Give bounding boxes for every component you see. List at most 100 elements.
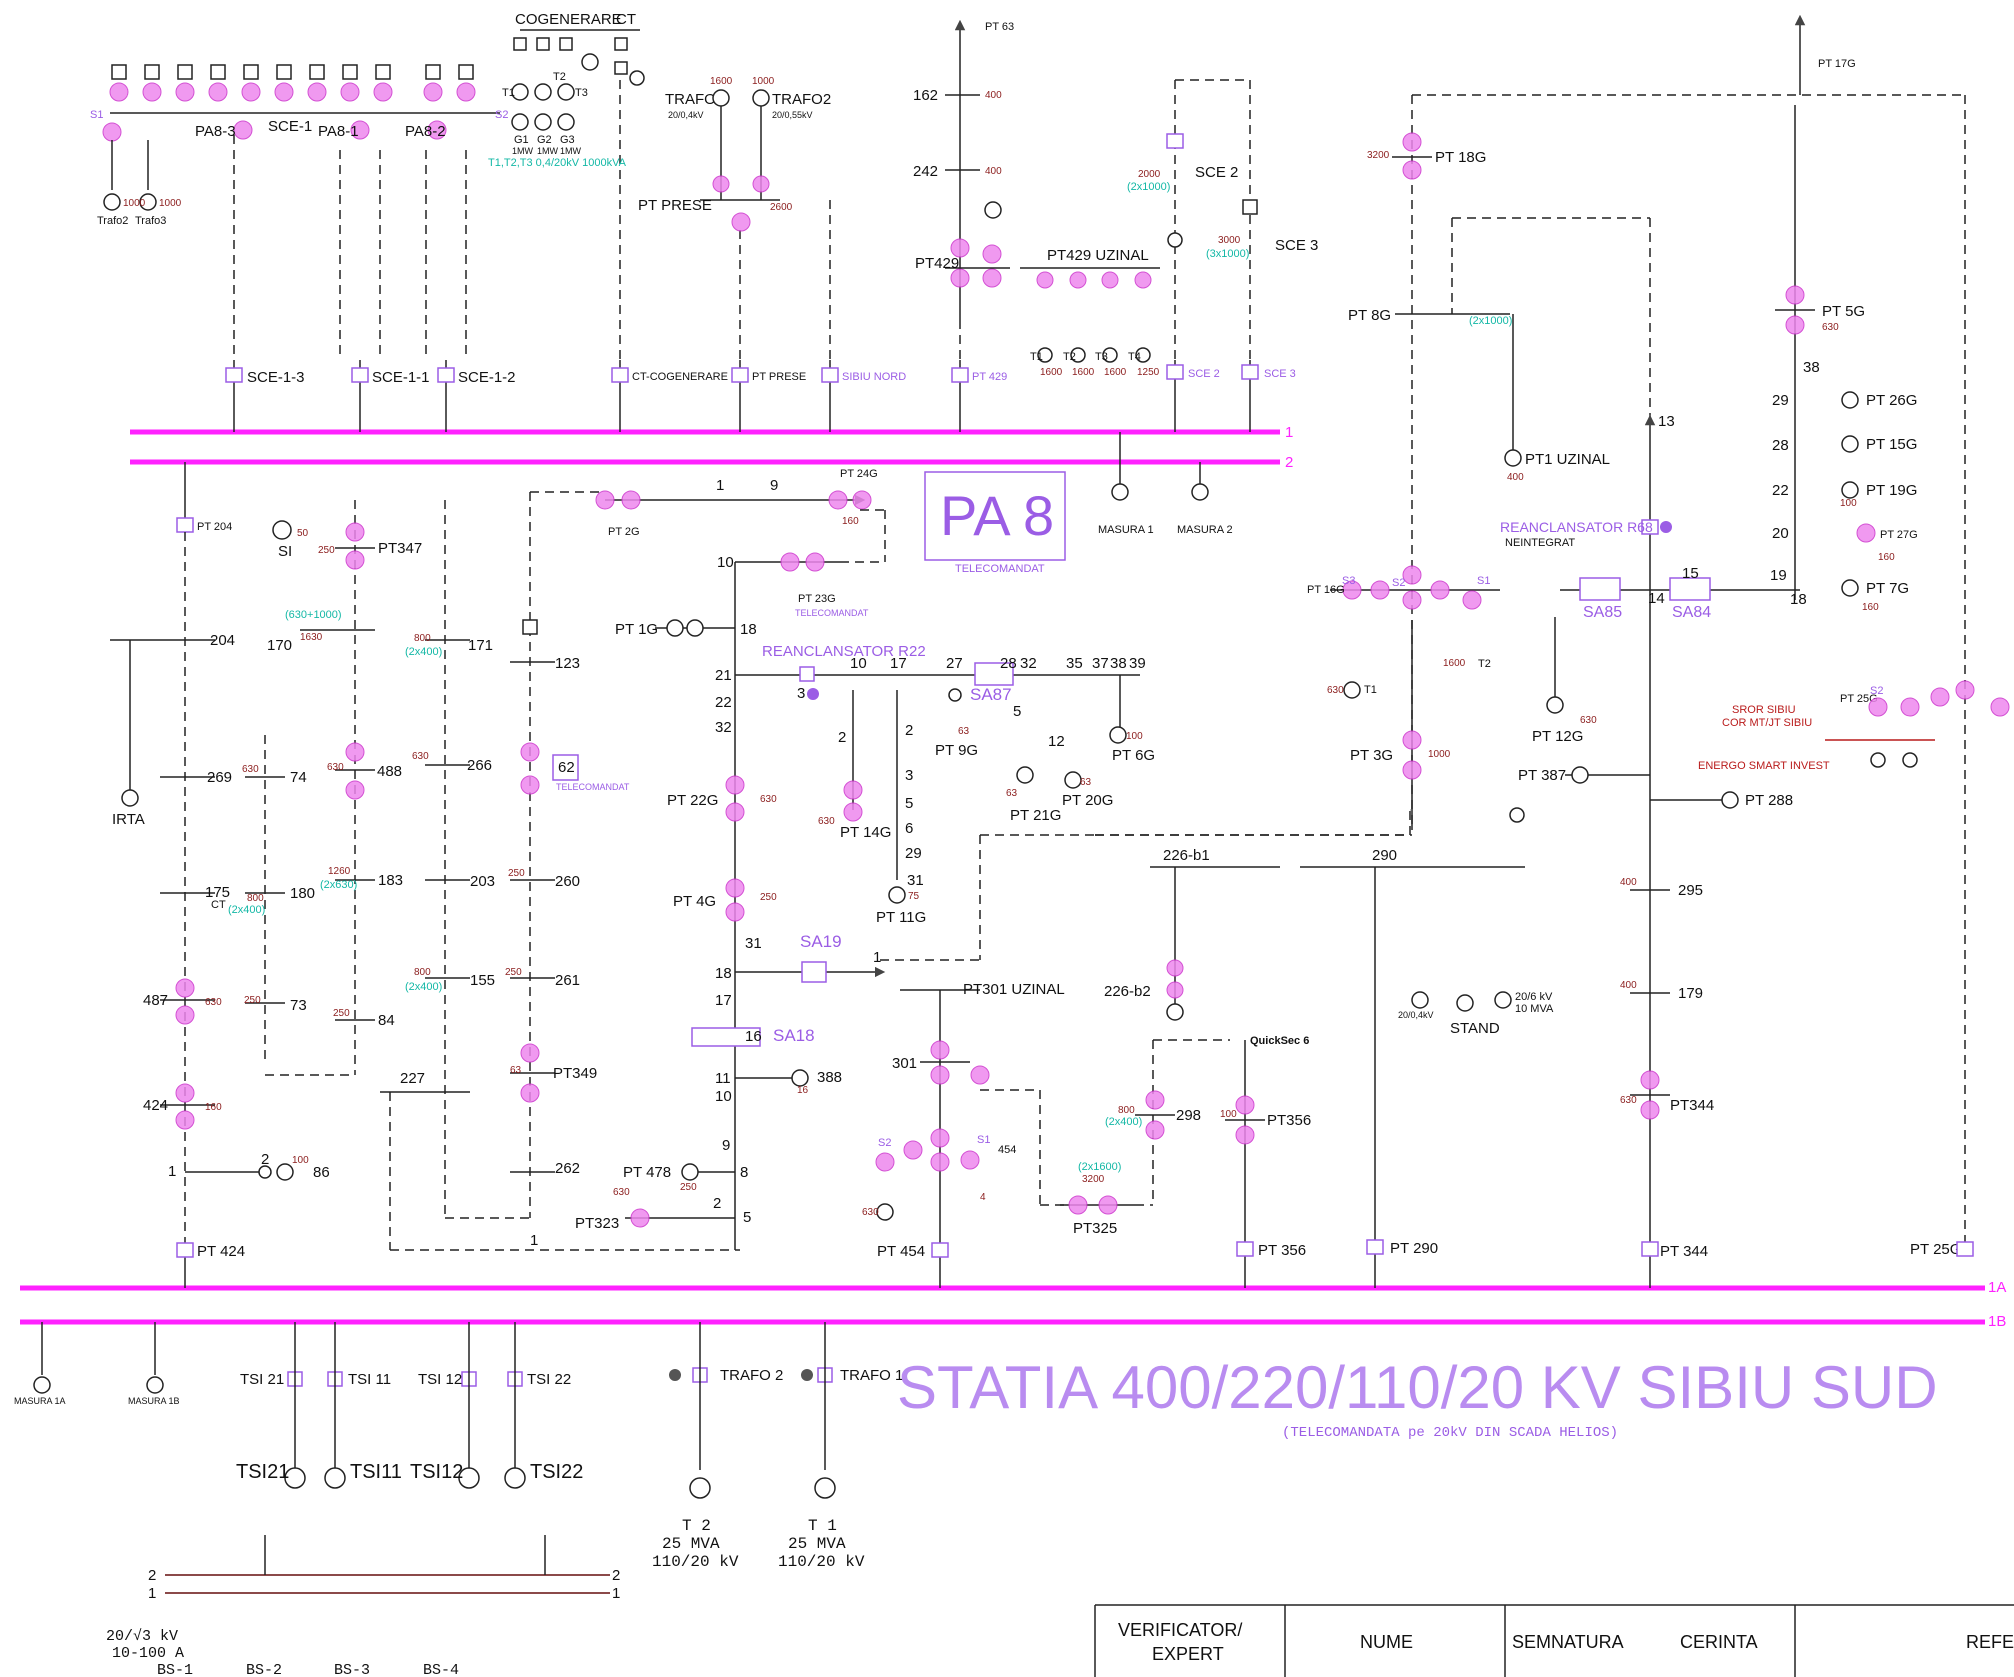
svg-text:630: 630 — [818, 816, 835, 827]
svg-text:29: 29 — [1772, 392, 1789, 409]
svg-text:9: 9 — [722, 1137, 730, 1154]
svg-text:PT325: PT325 — [1073, 1220, 1117, 1237]
svg-text:SROR SIBIU: SROR SIBIU — [1732, 704, 1796, 716]
svg-text:630: 630 — [613, 1187, 630, 1198]
svg-text:12: 12 — [1048, 733, 1065, 750]
svg-text:TSI 22: TSI 22 — [527, 1371, 571, 1388]
svg-text:1000: 1000 — [752, 76, 775, 87]
svg-text:NUME: NUME — [1360, 1632, 1413, 1652]
svg-text:PT 16G: PT 16G — [1307, 584, 1345, 596]
svg-text:400: 400 — [1620, 877, 1637, 888]
svg-text:35: 35 — [1066, 655, 1083, 672]
svg-text:T 2: T 2 — [682, 1517, 711, 1535]
svg-text:75: 75 — [908, 891, 920, 902]
svg-text:800: 800 — [414, 967, 431, 978]
svg-text:SA18: SA18 — [773, 1026, 815, 1045]
svg-text:PT 14G: PT 14G — [840, 824, 891, 841]
svg-text:262: 262 — [555, 1160, 580, 1177]
svg-text:180: 180 — [290, 885, 315, 902]
svg-text:SCE-1-2: SCE-1-2 — [458, 369, 516, 386]
svg-text:MASURA 1B: MASURA 1B — [128, 1396, 180, 1406]
svg-text:204: 204 — [210, 632, 235, 649]
svg-text:SA84: SA84 — [1672, 604, 1711, 621]
svg-text:REANCLANSATOR R68: REANCLANSATOR R68 — [1500, 519, 1653, 535]
svg-text:800: 800 — [247, 893, 264, 904]
pt-prese-section: TRAFO1 TRAFO2 20/0,4kV 20/0,55kV 1600 10… — [638, 76, 831, 232]
svg-text:SA85: SA85 — [1583, 604, 1622, 621]
pt301-area: PT301 UZINAL 301 S2 S1 454 630 4 PT 454 — [862, 981, 1070, 1288]
svg-text:1: 1 — [612, 1585, 620, 1602]
svg-text:PA8-1: PA8-1 — [318, 123, 359, 140]
svg-text:179: 179 — [1678, 985, 1703, 1002]
svg-text:8: 8 — [740, 1164, 748, 1181]
svg-text:31: 31 — [907, 872, 924, 889]
svg-text:86: 86 — [313, 1164, 330, 1181]
svg-text:PT 63: PT 63 — [985, 21, 1014, 33]
svg-text:39: 39 — [1129, 655, 1146, 672]
svg-text:242: 242 — [913, 163, 938, 180]
svg-text:PT 27G: PT 27G — [1880, 529, 1918, 541]
svg-text:PT 3G: PT 3G — [1350, 747, 1393, 764]
svg-text:10 MVA: 10 MVA — [1515, 1003, 1554, 1015]
svg-text:Trafo3: Trafo3 — [135, 215, 166, 227]
svg-text:1: 1 — [530, 1232, 538, 1249]
svg-text:PT 356: PT 356 — [1258, 1242, 1306, 1259]
svg-text:1: 1 — [148, 1585, 156, 1602]
svg-text:400: 400 — [985, 166, 1002, 177]
svg-text:REANCLANSATOR R22: REANCLANSATOR R22 — [762, 643, 926, 660]
svg-text:3: 3 — [905, 767, 913, 784]
svg-text:1: 1 — [873, 949, 881, 966]
svg-text:260: 260 — [555, 873, 580, 890]
svg-text:160: 160 — [1862, 602, 1879, 613]
svg-text:TSI12: TSI12 — [410, 1461, 463, 1483]
svg-text:14: 14 — [1648, 590, 1665, 607]
svg-text:G1: G1 — [514, 134, 529, 146]
svg-text:PT301 UZINAL: PT301 UZINAL — [963, 981, 1065, 998]
svg-text:SCE 2: SCE 2 — [1195, 164, 1238, 181]
svg-text:63: 63 — [1080, 777, 1092, 788]
svg-text:62: 62 — [558, 759, 575, 776]
svg-text:28: 28 — [1772, 437, 1789, 454]
svg-text:266: 266 — [467, 757, 492, 774]
svg-text:SEMNATURA: SEMNATURA — [1512, 1632, 1624, 1652]
title-block-table: VERIFICATOR/ EXPERT NUME SEMNATURA CERIN… — [1094, 1604, 2014, 1677]
svg-text:21: 21 — [715, 667, 732, 684]
svg-text:G2: G2 — [537, 134, 552, 146]
svg-text:PT 4G: PT 4G — [673, 893, 716, 910]
svg-text:50: 50 — [297, 528, 309, 539]
svg-text:1: 1 — [1285, 424, 1293, 441]
svg-text:1A: 1A — [1988, 1279, 2006, 1296]
svg-text:162: 162 — [913, 87, 938, 104]
svg-text:COR MT/JT SIBIU: COR MT/JT SIBIU — [1722, 717, 1812, 729]
svg-text:171: 171 — [468, 637, 493, 654]
svg-text:S2: S2 — [495, 109, 508, 121]
svg-text:PT 8G: PT 8G — [1348, 307, 1391, 324]
svg-text:(2x400): (2x400) — [228, 904, 265, 916]
svg-text:PT 17G: PT 17G — [1818, 58, 1856, 70]
svg-text:(2x1600): (2x1600) — [1078, 1161, 1121, 1173]
cogenerare-section: COGENERARE CT T1 T2 T3 G1 G2 G3 1MW 1MW … — [488, 11, 645, 169]
svg-text:PT323: PT323 — [575, 1215, 619, 1232]
svg-text:REFE: REFE — [1966, 1632, 2014, 1652]
svg-text:2: 2 — [905, 722, 913, 739]
svg-text:20/0,4kV: 20/0,4kV — [1398, 1010, 1434, 1020]
svg-text:PT429: PT429 — [915, 255, 959, 272]
svg-text:630: 630 — [412, 751, 429, 762]
svg-text:110/20 kV: 110/20 kV — [778, 1553, 865, 1571]
svg-text:IRTA: IRTA — [112, 811, 145, 828]
svg-text:PT 20G: PT 20G — [1062, 792, 1113, 809]
svg-text:PT 288: PT 288 — [1745, 792, 1793, 809]
svg-text:63: 63 — [1006, 788, 1018, 799]
svg-text:BS-2: BS-2 — [246, 1662, 282, 1677]
svg-text:STAND: STAND — [1450, 1020, 1500, 1037]
svg-text:16: 16 — [797, 1085, 809, 1096]
svg-text:PT1 UZINAL: PT1 UZINAL — [1525, 451, 1610, 468]
svg-text:PT429 UZINAL: PT429 UZINAL — [1047, 247, 1149, 264]
svg-text:(3x1000): (3x1000) — [1206, 248, 1249, 260]
svg-text:63: 63 — [958, 726, 970, 737]
svg-text:(630+1000): (630+1000) — [285, 609, 342, 621]
svg-text:QuickSec 6: QuickSec 6 — [1250, 1035, 1309, 1047]
svg-text:SCE-1: SCE-1 — [268, 118, 312, 135]
svg-text:PT 290: PT 290 — [1390, 1240, 1438, 1257]
svg-text:227: 227 — [400, 1070, 425, 1087]
